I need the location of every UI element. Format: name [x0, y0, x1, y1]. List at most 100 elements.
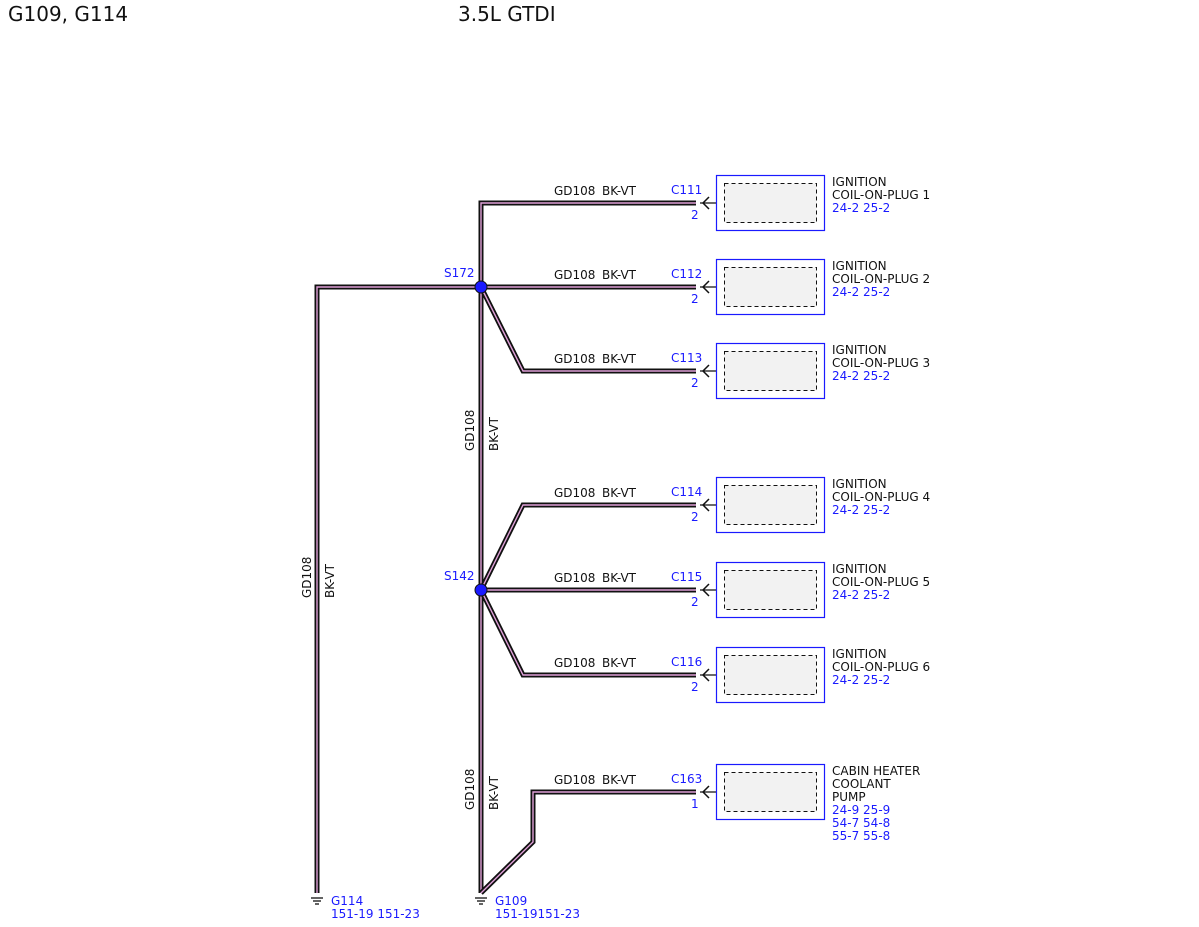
wire-color-label: BK-VT — [487, 775, 501, 810]
page-title-engine: 3.5L GTDI — [458, 2, 556, 26]
component-c163 — [700, 763, 826, 821]
ground-id: G114 — [331, 894, 363, 908]
splice-label-s142: S142 — [444, 569, 475, 583]
component-inner-box — [724, 485, 817, 525]
component-c111 — [700, 174, 826, 232]
wire-outer — [314, 284, 481, 893]
wire-color-label: BK-VT — [602, 571, 637, 585]
component-c112 — [700, 258, 826, 316]
wire-stripe — [480, 202, 696, 893]
connector-id: C116 — [671, 655, 702, 669]
connector-arrow-icon — [701, 668, 710, 682]
wire-color-label: BK-VT — [602, 656, 637, 670]
ground-page-ref: 151-19151-23 — [495, 907, 580, 921]
wire-color-label: BK-VT — [323, 563, 337, 598]
wire-color-label: BK-VT — [602, 184, 637, 198]
wire-circuit-label: GD108 — [463, 769, 477, 810]
wire-circuit-label: GD108 — [554, 352, 595, 366]
connector-pin: 2 — [691, 208, 699, 222]
connector-arrow-icon — [701, 785, 710, 799]
connector-arrow-icon — [701, 280, 710, 294]
component-page-ref: 24-2 25-2 — [832, 369, 890, 383]
connector-arrow-icon — [701, 498, 710, 512]
ground-icon — [311, 897, 323, 905]
splice-label-s172: S172 — [444, 266, 475, 280]
wire-to-c116 — [478, 588, 696, 678]
wire-stripe — [316, 286, 481, 893]
wire-color-label: BK-VT — [602, 352, 637, 366]
component-name: COIL-ON-PLUG 5 — [832, 575, 930, 589]
component-page-ref: 24-2 25-2 — [832, 503, 890, 517]
wire-circuit-label: GD108 — [554, 486, 595, 500]
connector-pin: 1 — [691, 797, 699, 811]
component-name: IGNITION — [832, 343, 887, 357]
page-title-grounds: G109, G114 — [8, 2, 129, 26]
wire-main-vertical — [478, 200, 696, 893]
connector-pin: 2 — [691, 292, 699, 306]
component-inner-box — [724, 267, 817, 307]
connector-arrow-icon — [701, 364, 710, 378]
connector-id: C114 — [671, 485, 702, 499]
component-name: IGNITION — [832, 562, 887, 576]
wire-stripe — [480, 286, 696, 372]
wire-circuit-label: GD108 — [463, 410, 477, 451]
component-name: IGNITION — [832, 175, 887, 189]
wire-color-label: BK-VT — [487, 416, 501, 451]
component-name: CABIN HEATER — [832, 764, 920, 778]
wire-stripe — [480, 504, 696, 591]
wire-circuit-label: GD108 — [554, 268, 595, 282]
component-inner-box — [724, 655, 817, 695]
component-inner-box — [724, 183, 817, 223]
component-name: COOLANT — [832, 777, 891, 791]
component-name: COIL-ON-PLUG 3 — [832, 356, 930, 370]
splice-dot — [474, 280, 488, 294]
wire-to-c114 — [478, 502, 696, 592]
component-page-ref: 24-2 25-2 — [832, 201, 890, 215]
wire-color-label: BK-VT — [602, 486, 637, 500]
wire-to-c113 — [478, 285, 696, 374]
component-page-ref: 54-7 54-8 — [832, 816, 890, 830]
wire-to-c163 — [479, 789, 696, 895]
ground-icon — [475, 897, 487, 905]
wire-color-label: BK-VT — [602, 773, 637, 787]
connector-id: C115 — [671, 570, 702, 584]
component-c113 — [700, 342, 826, 400]
wire-stripe — [480, 791, 696, 894]
component-c114 — [700, 476, 826, 534]
connector-pin: 2 — [691, 595, 699, 609]
connector-id: C111 — [671, 183, 702, 197]
component-name: IGNITION — [832, 259, 887, 273]
wire-circuit-label: GD108 — [554, 773, 595, 787]
component-name: IGNITION — [832, 477, 887, 491]
connector-arrow-icon — [701, 583, 710, 597]
connector-id: C163 — [671, 772, 702, 786]
wire-trunk-g114 — [314, 284, 481, 893]
ground-page-ref: 151-19 151-23 — [331, 907, 420, 921]
component-name: COIL-ON-PLUG 2 — [832, 272, 930, 286]
wire-circuit-label: GD108 — [300, 557, 314, 598]
connector-pin: 2 — [691, 680, 699, 694]
wire-circuit-label: GD108 — [554, 184, 595, 198]
component-inner-box — [724, 570, 817, 610]
splice-dot — [474, 583, 488, 597]
connector-id: C112 — [671, 267, 702, 281]
connector-arrow-icon — [701, 196, 710, 210]
wire-circuit-label: GD108 — [554, 656, 595, 670]
component-c115 — [700, 561, 826, 619]
component-inner-box — [724, 772, 817, 812]
ground-id: G109 — [495, 894, 527, 908]
component-name: IGNITION — [832, 647, 887, 661]
component-name: COIL-ON-PLUG 1 — [832, 188, 930, 202]
wire-color-label: BK-VT — [602, 268, 637, 282]
component-page-ref: 24-2 25-2 — [832, 588, 890, 602]
component-inner-box — [724, 351, 817, 391]
component-page-ref: 24-2 25-2 — [832, 673, 890, 687]
wire-outer — [479, 789, 696, 895]
component-c116 — [700, 646, 826, 704]
wire-circuit-label: GD108 — [554, 571, 595, 585]
component-name: COIL-ON-PLUG 4 — [832, 490, 930, 504]
connector-pin: 2 — [691, 376, 699, 390]
connector-id: C113 — [671, 351, 702, 365]
component-name: PUMP — [832, 790, 866, 804]
